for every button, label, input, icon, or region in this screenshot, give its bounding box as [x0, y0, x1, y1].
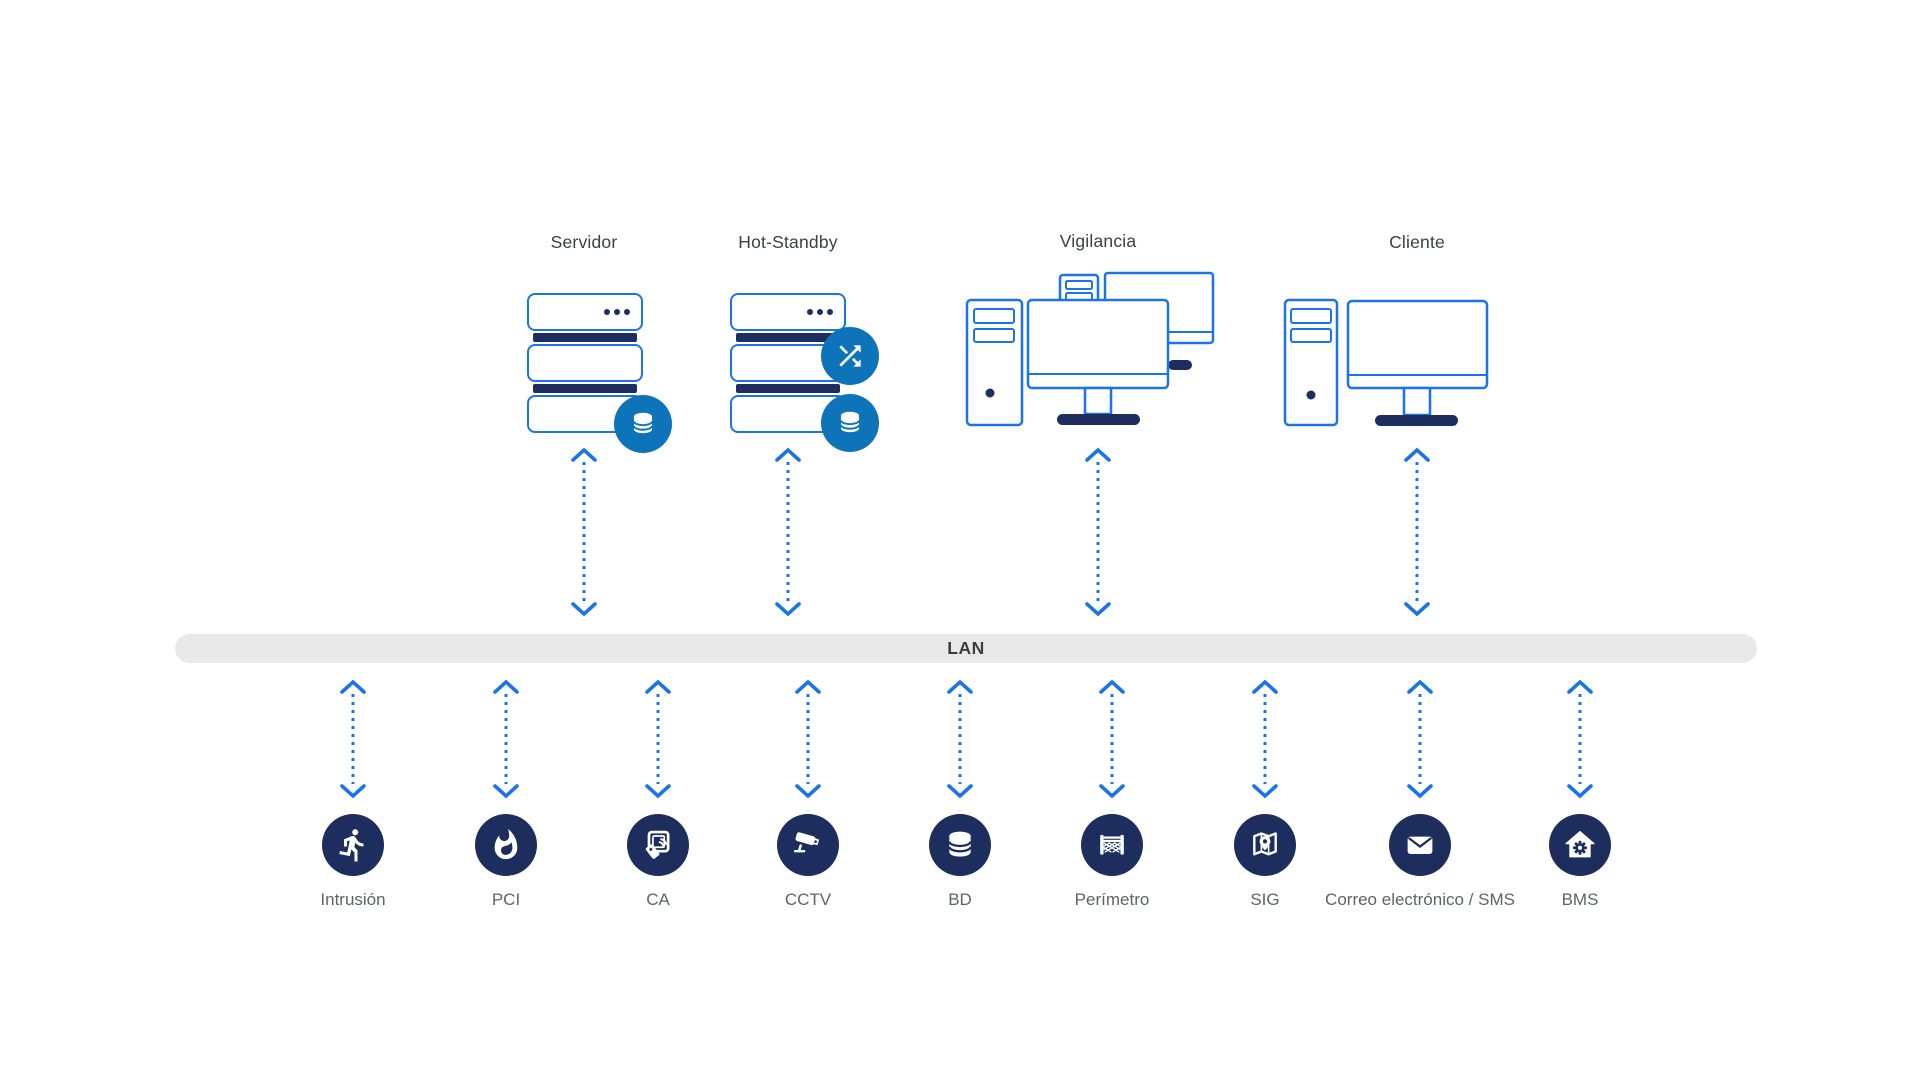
surveillance-workstation-icon	[965, 271, 1215, 427]
cctv-camera-icon	[777, 814, 839, 876]
server-divider	[736, 333, 840, 342]
database-badge-icon	[821, 394, 879, 452]
lan-link-arrow	[1085, 447, 1111, 617]
lan-link-arrow	[947, 679, 973, 799]
node-label-pci: PCI	[491, 890, 521, 909]
node-label-bms: BMS	[1561, 890, 1599, 909]
lan-link-arrow	[1567, 679, 1593, 799]
node-title-servidor: Servidor	[550, 232, 618, 252]
perimeter-fence-icon	[1081, 814, 1143, 876]
database-badge-icon	[614, 395, 672, 453]
server-stack-icon	[730, 293, 879, 452]
lan-link-arrow	[493, 679, 519, 799]
node-title-hot-standby: Hot-Standby	[738, 232, 838, 252]
node-title-cliente: Cliente	[1389, 232, 1445, 252]
node-title-vigilancia: Vigilancia	[1059, 231, 1137, 251]
lan-link-arrow	[1099, 679, 1125, 799]
lan-link-arrow	[571, 447, 597, 617]
lan-link-arrow	[775, 447, 801, 617]
lan-link-arrow	[1404, 447, 1430, 617]
database-icon	[929, 814, 991, 876]
lan-link-arrow	[340, 679, 366, 799]
server-unit	[527, 344, 643, 382]
node-label-intrusion: Intrusión	[320, 890, 386, 909]
email-envelope-icon	[1389, 814, 1451, 876]
server-unit	[730, 293, 846, 331]
node-label-perimetro: Perímetro	[1074, 890, 1150, 909]
server-leds-icon	[807, 309, 833, 315]
lan-link-arrow	[645, 679, 671, 799]
lan-bus-bar: LAN	[175, 634, 1757, 663]
gis-map-pin-icon	[1234, 814, 1296, 876]
lan-link-arrow	[1252, 679, 1278, 799]
node-label-bd: BD	[948, 890, 972, 909]
server-leds-icon	[604, 309, 630, 315]
server-divider	[533, 333, 637, 342]
node-label-ca: CA	[646, 890, 670, 909]
server-divider	[736, 384, 840, 393]
intrusion-runner-icon	[322, 814, 384, 876]
server-unit	[527, 293, 643, 331]
fire-flame-icon	[475, 814, 537, 876]
server-stack-icon	[527, 293, 672, 453]
node-label-sig: SIG	[1250, 890, 1280, 909]
server-divider	[533, 384, 637, 393]
node-label-correo-sms: Correo electrónico / SMS	[1325, 890, 1515, 909]
client-workstation-icon	[1283, 298, 1489, 427]
lan-bus-label: LAN	[947, 638, 985, 658]
access-control-card-icon	[627, 814, 689, 876]
building-management-icon	[1549, 814, 1611, 876]
failover-shuffle-badge-icon	[821, 327, 879, 385]
lan-link-arrow	[795, 679, 821, 799]
lan-link-arrow	[1407, 679, 1433, 799]
node-label-cctv: CCTV	[784, 890, 832, 909]
